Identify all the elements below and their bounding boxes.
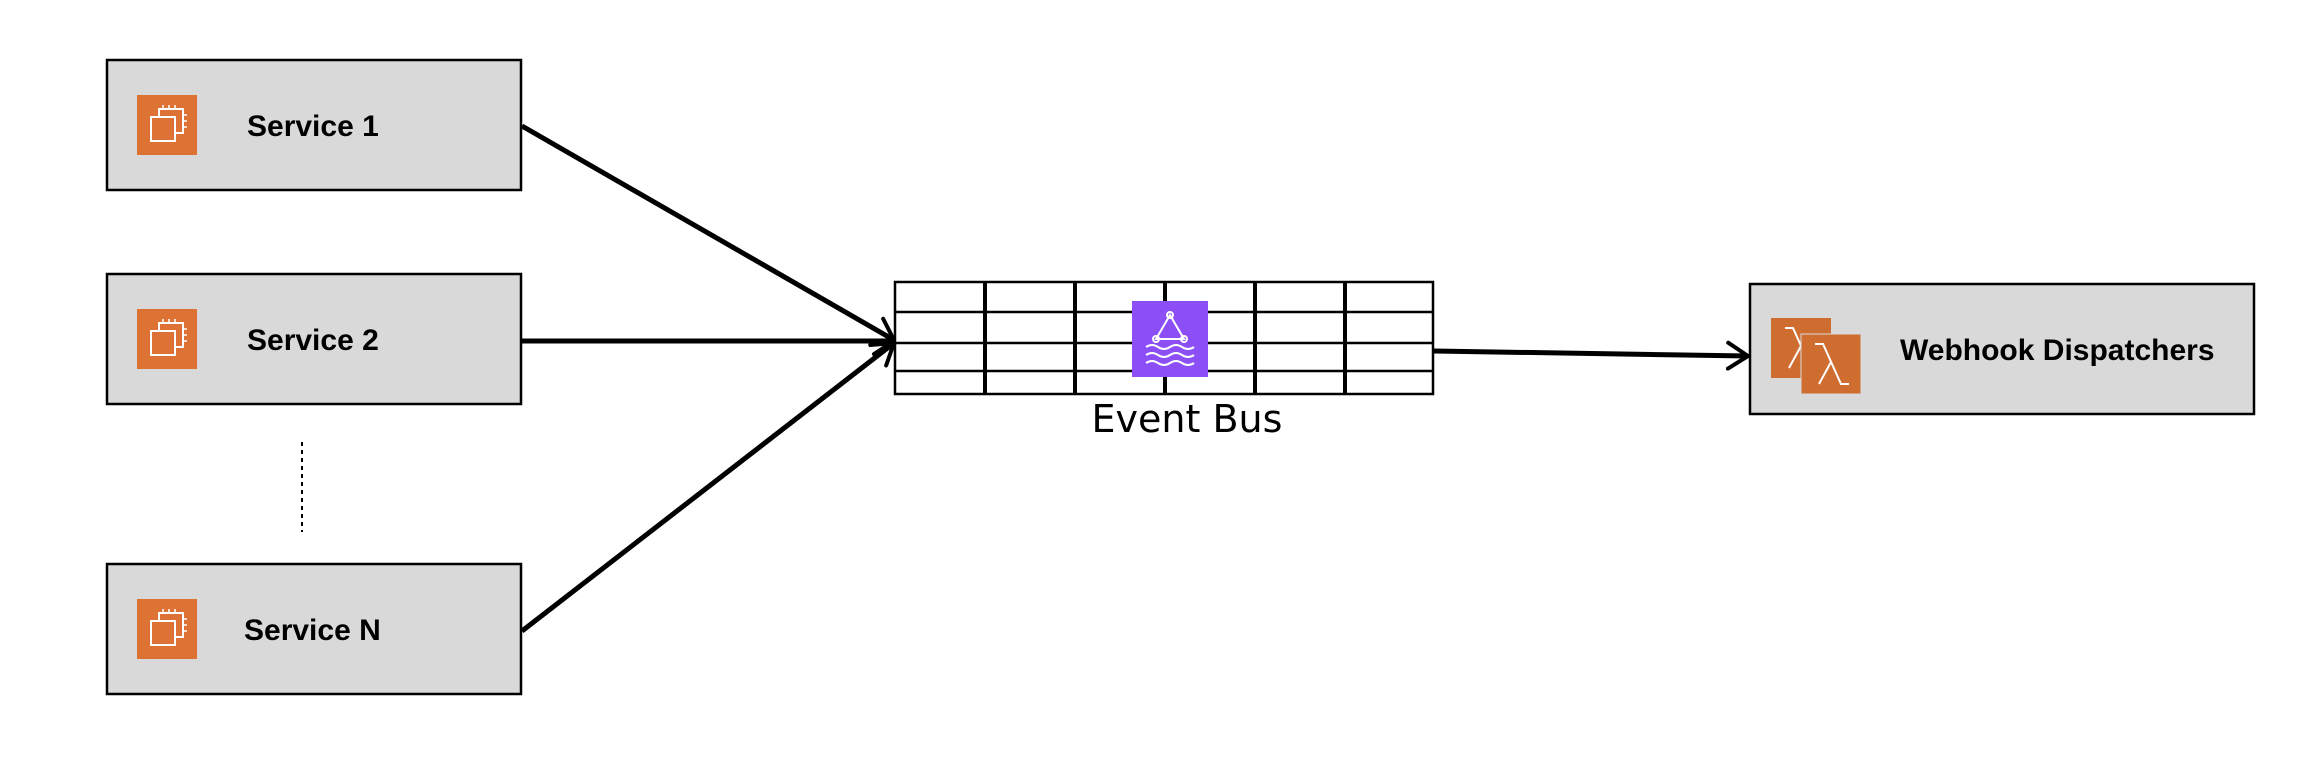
webhook-dispatchers-label: Webhook Dispatchers <box>1900 334 2215 367</box>
service-1-label: Service 1 <box>247 110 379 143</box>
service-node-1[interactable]: Service 1 <box>105 58 523 192</box>
edge-event-bus-to-webhook-dispatchers <box>1433 340 1750 371</box>
service-2-label: Service 2 <box>247 324 379 357</box>
service-n-label: Service N <box>244 614 381 647</box>
ec2-instances-icon <box>137 599 197 659</box>
webhook-dispatchers-node[interactable]: Webhook Dispatchers <box>1748 282 2256 416</box>
event-bus[interactable]: Event Bus <box>893 280 1435 441</box>
ec2-instances-icon <box>137 95 197 155</box>
ec2-instances-icon <box>137 309 197 369</box>
lambda-icon <box>1771 318 1862 395</box>
kafka-icon <box>1132 301 1208 377</box>
service-node-2[interactable]: Service 2 <box>105 272 523 406</box>
event-bus-label: Event Bus <box>1092 397 1283 441</box>
edge-service-1-to-event-bus <box>520 123 896 344</box>
service-node-n[interactable]: Service N <box>105 562 523 696</box>
edge-service-n-to-event-bus <box>520 341 896 633</box>
edges <box>520 123 1750 633</box>
